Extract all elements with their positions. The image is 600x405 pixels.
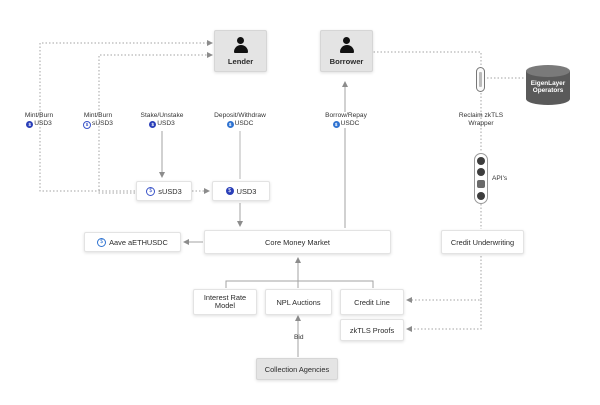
user-icon xyxy=(233,36,248,53)
borrower-to-reclaim-line xyxy=(370,51,482,67)
api-icon-3 xyxy=(477,180,485,188)
core-money-market-node[interactable]: Core Money Market xyxy=(204,230,391,254)
user-icon xyxy=(339,36,354,53)
npl-auctions-node[interactable]: NPL Auctions xyxy=(265,289,332,315)
reclaim-label: Reclaim zkTLS Wrapper xyxy=(458,112,504,127)
lender-node[interactable]: Lender xyxy=(214,30,267,72)
reclaim-wrapper-icon xyxy=(476,67,485,92)
modules-bus-line xyxy=(225,280,374,288)
api-icon-2 xyxy=(477,168,485,176)
susd3-coin-icon: $ xyxy=(146,186,156,196)
aave-coin-icon: $ xyxy=(97,237,107,247)
api-icon-4 xyxy=(477,192,485,200)
api-strip xyxy=(474,153,488,204)
borrow-repay-label: Borrow/Repay $USDC xyxy=(320,112,372,128)
database-icon xyxy=(526,65,570,105)
usd3-coin-icon: $ xyxy=(225,187,234,195)
deposit-withdraw-label: Deposit/Withdraw $USDC xyxy=(214,112,266,128)
aave-node[interactable]: $Aave aETHUSDC xyxy=(84,232,181,252)
underwriting-to-creditline-line xyxy=(406,256,482,303)
usd3-node[interactable]: $USD3 xyxy=(212,181,270,201)
mint-burn-usd3-line xyxy=(39,40,213,192)
zktls-proofs-node[interactable]: zkTLS Proofs xyxy=(340,319,404,341)
collection-agencies-node[interactable]: Collection Agencies xyxy=(256,358,338,380)
bid-label: Bid xyxy=(294,334,304,341)
interest-rate-model-node[interactable]: Interest Rate Model xyxy=(193,289,257,315)
usdc-coin-icon: $ xyxy=(332,121,340,128)
stake-unstake-label: Stake/Unstake $USD3 xyxy=(140,112,184,128)
underwriting-to-zktls-line xyxy=(406,300,482,332)
usd3-coin-icon: $ xyxy=(149,121,157,128)
borrower-node[interactable]: Borrower xyxy=(320,30,373,72)
credit-line-node[interactable]: Credit Line xyxy=(340,289,404,315)
usd3-coin-icon: $ xyxy=(26,121,34,128)
eigenlayer-label: EigenLayer Operators xyxy=(530,80,566,94)
credit-underwriting-node[interactable]: Credit Underwriting xyxy=(441,230,524,254)
borrower-label: Borrower xyxy=(329,56,364,66)
mint-burn-susd3-line xyxy=(98,52,213,194)
lender-label: Lender xyxy=(227,56,254,66)
usdc-coin-icon: $ xyxy=(226,121,234,128)
susd3-node[interactable]: $sUSD3 xyxy=(136,181,192,201)
eigenlayer-database-icon: EigenLayer Operators xyxy=(524,63,572,107)
mint-burn-susd3-label: Mint/Burn $sUSD3 xyxy=(83,112,113,129)
susd3-coin-icon: $ xyxy=(83,121,92,129)
mint-burn-usd3-label: Mint/Burn $USD3 xyxy=(24,112,54,128)
api-icon-1 xyxy=(477,157,485,165)
apis-label: API's xyxy=(492,175,508,182)
